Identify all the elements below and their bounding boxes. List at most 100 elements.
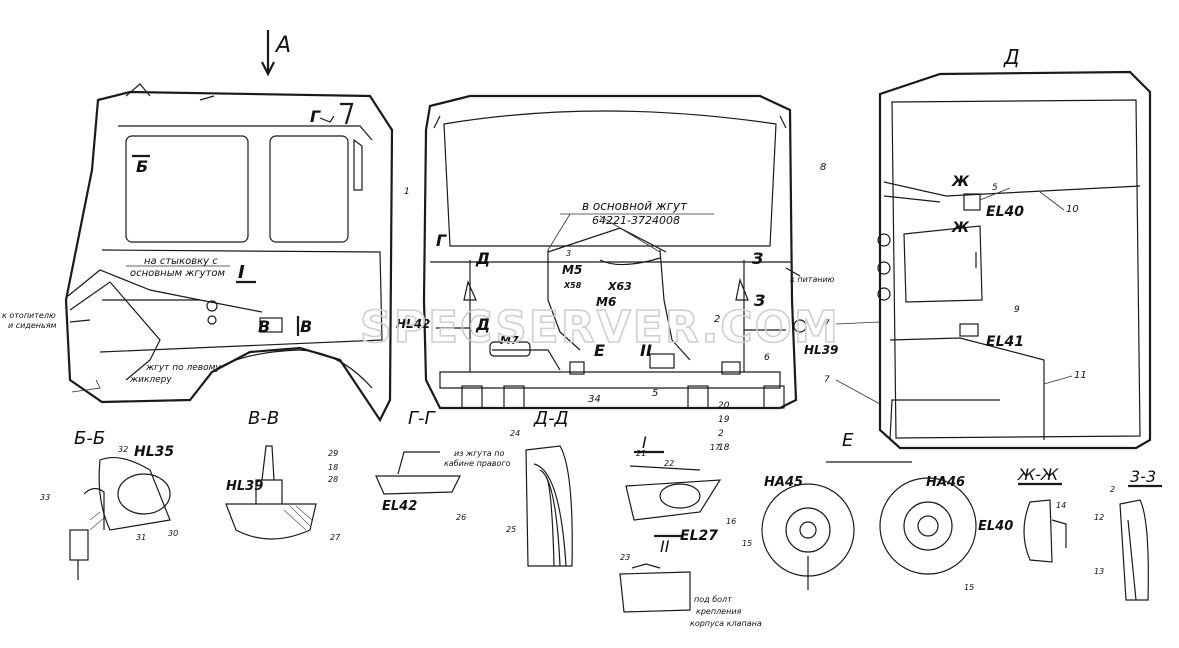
detail-two-title: II bbox=[660, 537, 670, 556]
section-mark-z1: З bbox=[751, 249, 763, 268]
comp-el41: EL41 bbox=[986, 334, 1024, 350]
note-left-panel-2: жиклеру bbox=[129, 375, 172, 385]
comp-m6: M6 bbox=[596, 295, 616, 309]
note-bolt-3: корпуса клапана bbox=[690, 619, 762, 628]
callout-25: 25 bbox=[506, 525, 516, 534]
callout-14: 14 bbox=[1056, 501, 1066, 510]
callout-18: 18 bbox=[718, 443, 730, 453]
note-docking-2: основным жгутом bbox=[130, 268, 225, 279]
comp-hl35: HL35 bbox=[134, 444, 174, 460]
detail-vv-title: В-В bbox=[248, 408, 279, 429]
section-mark-v2: В bbox=[300, 317, 312, 336]
detail-gg-title: Г-Г bbox=[408, 408, 437, 429]
callout-21: 21 bbox=[636, 449, 646, 458]
note-main-harness: в основной жгут bbox=[582, 199, 688, 213]
section-mark-b: Б bbox=[136, 157, 148, 176]
callout-7: 7 bbox=[824, 319, 830, 329]
callout-19: 19 bbox=[718, 415, 730, 425]
detail-e-horns: Е HA45 HA46 15 15 bbox=[742, 430, 977, 592]
detail-zhzh: Ж-Ж EL40 14 bbox=[978, 465, 1067, 563]
view-a-label: A bbox=[274, 33, 291, 58]
comp-ha45: HA45 bbox=[764, 475, 803, 490]
section-mark-d2: Д bbox=[475, 315, 490, 334]
comp-el40: EL40 bbox=[986, 204, 1024, 220]
callout-1: 1 bbox=[404, 187, 410, 197]
callout-15a: 15 bbox=[742, 539, 752, 548]
note-left-panel: жгут по левому bbox=[145, 363, 221, 373]
side-view-section-marks: Б В В Г I bbox=[132, 102, 354, 336]
note-gg-2: кабине правого bbox=[444, 459, 511, 468]
detail-zhzh-title: Ж-Ж bbox=[1017, 465, 1059, 484]
comp-ha46: HA46 bbox=[926, 475, 965, 490]
detail-gg: Г-Г из жгута по кабине правого EL42 26 bbox=[375, 408, 511, 522]
callout-5b: 5 bbox=[992, 183, 998, 193]
callout-3: 3 bbox=[566, 249, 571, 258]
callout-16: 16 bbox=[726, 517, 736, 526]
callout-31: 31 bbox=[136, 533, 146, 542]
watermark: SPECSERVER.COM bbox=[360, 302, 840, 353]
callout-6: 6 bbox=[764, 353, 770, 363]
section-mark-z2: З bbox=[753, 291, 765, 310]
section-mark-v1: В bbox=[258, 317, 270, 336]
detail-bb-title: Б-Б bbox=[74, 428, 105, 449]
comp-hl39-rear: HL39 bbox=[804, 343, 838, 357]
comp-el27: EL27 bbox=[680, 528, 718, 544]
view-d-label: Д bbox=[1003, 45, 1020, 69]
callout-7b: 7 bbox=[824, 375, 830, 385]
detail-one-two: I II EL27 21 22 17 16 23 под болт крепле… bbox=[619, 433, 762, 628]
callout-23: 23 bbox=[620, 553, 630, 562]
callout-33: 33 bbox=[40, 493, 50, 502]
callout-9: 9 bbox=[1014, 305, 1020, 315]
callout-26: 26 bbox=[456, 513, 466, 522]
comp-hl39-bottom: HL39 bbox=[226, 479, 263, 494]
note-gg: из жгута по bbox=[454, 449, 504, 458]
detail-zz-title: 3-3 bbox=[1130, 467, 1156, 486]
view-arrow-a: A bbox=[261, 30, 291, 77]
detail-one-title: I bbox=[642, 433, 647, 452]
callout-15b: 15 bbox=[964, 583, 974, 592]
note-power: к питанию bbox=[790, 275, 835, 284]
comp-m7: M7 bbox=[500, 334, 519, 347]
comp-el40-detail: EL40 bbox=[978, 519, 1013, 534]
section-mark-e1: Е bbox=[594, 341, 605, 360]
section-mark-zh1: Ж bbox=[951, 174, 970, 190]
cab-rear-view bbox=[422, 94, 807, 410]
callout-30: 30 bbox=[168, 529, 178, 538]
callout-11: 11 bbox=[1074, 370, 1087, 381]
callout-20: 20 bbox=[718, 401, 730, 411]
comp-el42: EL42 bbox=[382, 499, 417, 514]
detail-e-title: Е bbox=[842, 430, 854, 451]
callout-22: 22 bbox=[664, 459, 674, 468]
callout-34: 34 bbox=[588, 394, 601, 405]
callout-10: 10 bbox=[1066, 204, 1079, 215]
detail-dd-title: Д-Д bbox=[533, 408, 569, 429]
detail-zz: 3-3 2 12 13 bbox=[1094, 467, 1162, 601]
detail-dd: Д-Д 24 25 bbox=[506, 408, 573, 567]
note-bolt-2: крепления bbox=[696, 607, 742, 616]
callout-32: 32 bbox=[118, 445, 128, 454]
callout-28: 28 bbox=[328, 475, 338, 484]
comp-x58: X58 bbox=[563, 281, 582, 290]
section-mark-one: I bbox=[238, 262, 245, 283]
comp-m5: M5 bbox=[562, 263, 582, 277]
note-left-2: и сиденьям bbox=[8, 321, 57, 330]
callout-27: 27 bbox=[330, 533, 341, 542]
callout-18b: 18 bbox=[328, 463, 338, 472]
note-bolt: под болт bbox=[694, 595, 732, 604]
callout-29: 29 bbox=[328, 449, 338, 458]
note-part-number: 64221-3724008 bbox=[592, 214, 680, 227]
callout-17: 17 bbox=[710, 443, 721, 452]
side-view-notes: на стыковку с основным жгутом к отопител… bbox=[2, 256, 230, 385]
note-docking: на стыковку с bbox=[144, 256, 218, 267]
section-mark-two: II bbox=[640, 341, 652, 360]
rear-view-labels: в основной жгут 64221-3724008 к питанию … bbox=[396, 162, 838, 453]
callout-13: 13 bbox=[1094, 567, 1104, 576]
section-mark-g1: Г bbox=[310, 107, 321, 126]
section-mark-g2: Г bbox=[436, 231, 447, 250]
detail-vv: В-В HL39 29 18 28 27 bbox=[225, 408, 341, 542]
callout-24: 24 bbox=[510, 429, 520, 438]
note-left: к отопителю bbox=[2, 311, 56, 320]
comp-x63: X63 bbox=[607, 280, 632, 293]
detail-bb: Б-Б HL35 32 33 31 30 bbox=[40, 428, 178, 580]
comp-hl42: HL42 bbox=[396, 317, 430, 331]
